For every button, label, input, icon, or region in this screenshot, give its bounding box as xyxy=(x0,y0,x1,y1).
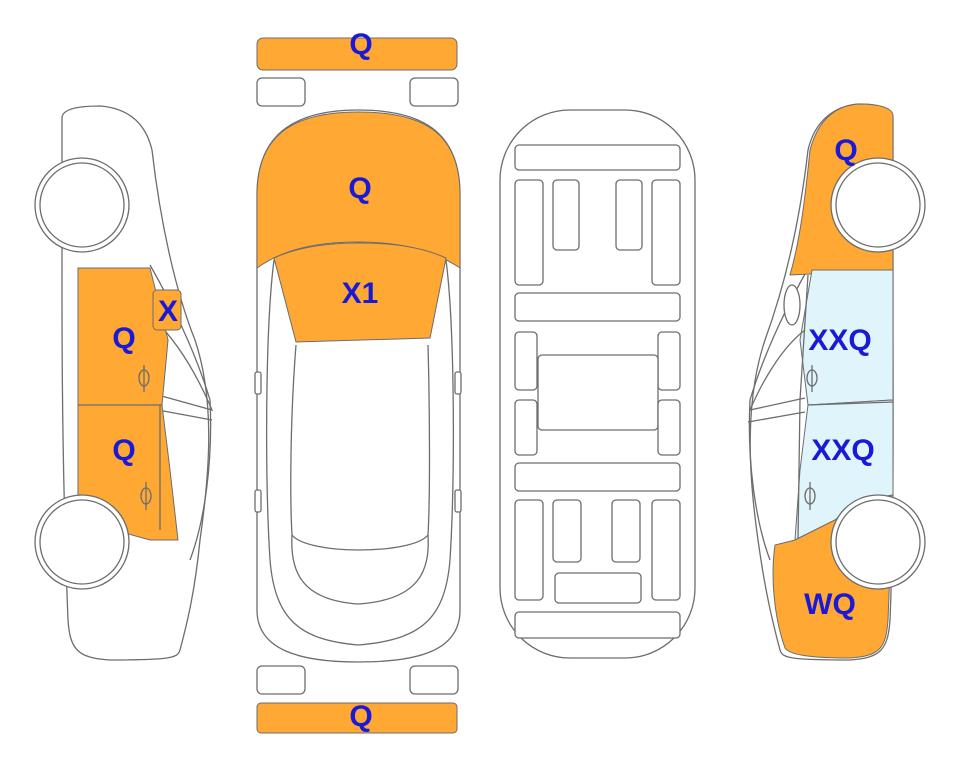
right-door-edge xyxy=(797,274,809,541)
right-front-door-handle xyxy=(806,365,818,392)
right-mirror xyxy=(454,371,462,395)
cabin-left-line xyxy=(265,259,359,646)
right-front-fender-label: Q xyxy=(834,134,857,167)
right-rear-door-label: XXQ xyxy=(811,434,874,467)
rear-window-line xyxy=(291,534,429,605)
front-bumper-label: Q xyxy=(349,28,372,61)
hood-panel xyxy=(256,111,461,269)
left-front-door-handle xyxy=(138,365,150,392)
floor-front-right-seat xyxy=(615,179,643,251)
floor-center-panel xyxy=(537,354,659,431)
right-window-line-lower xyxy=(747,411,806,423)
left-rear-mirror xyxy=(254,489,262,513)
right-rear-door-handle xyxy=(804,482,816,510)
front-left-light xyxy=(256,77,306,107)
left-mirror xyxy=(254,371,262,395)
left-rear-door-handle xyxy=(140,482,152,510)
rear-bumper-label: Q xyxy=(349,700,372,733)
floor-view xyxy=(499,109,696,659)
left-front-door-label: Q xyxy=(112,322,135,355)
rear-left-light xyxy=(256,665,306,695)
cabin-right-line xyxy=(357,259,455,646)
floor-rear-right-rail xyxy=(651,499,681,601)
left-front-wheel xyxy=(34,157,130,253)
floor-front-left-seat xyxy=(552,179,580,251)
right-door-split xyxy=(807,401,894,406)
right-rear-mirror xyxy=(454,489,462,513)
right-rear-quarter-label: WQ xyxy=(804,588,856,621)
floor-rear-left-rail xyxy=(514,499,544,601)
floor-right-channel-a xyxy=(657,331,681,391)
floor-rear-center-block xyxy=(554,572,642,604)
rear-right-light xyxy=(409,665,459,695)
right-rear-wheel xyxy=(830,494,926,590)
floor-rear-left-seat xyxy=(552,499,582,563)
floor-front-right-rail xyxy=(651,179,681,286)
windshield-label: X1 xyxy=(342,277,379,310)
floor-left-channel-b xyxy=(514,399,538,456)
top-view: Q Q X1 Q xyxy=(254,28,462,734)
front-bumper-panel xyxy=(256,37,458,71)
floor-front-left-rail xyxy=(514,179,544,286)
right-front-wheel xyxy=(830,157,926,253)
right-front-door-label: XXQ xyxy=(808,324,871,357)
rear-bumper-panel xyxy=(256,702,458,734)
floor-front-bar xyxy=(514,144,681,171)
left-rear-wheel xyxy=(34,494,130,590)
left-rear-door-label: Q xyxy=(112,434,135,467)
roof-outline xyxy=(290,344,431,551)
right-side-mirror xyxy=(783,284,801,326)
floor-mid-bar xyxy=(514,292,681,322)
floor-rear-bar xyxy=(514,462,681,492)
floor-right-channel-b xyxy=(657,399,681,456)
floor-rear-right-seat xyxy=(611,499,641,563)
right-window-line xyxy=(748,329,806,411)
hood-label: Q xyxy=(348,172,371,205)
floor-left-channel-a xyxy=(514,331,538,391)
floor-tail-bar xyxy=(514,611,681,639)
left-window-label: X xyxy=(158,295,178,328)
left-window-panel xyxy=(152,289,182,331)
front-right-light xyxy=(409,77,459,107)
left-side-view: Q Q X xyxy=(34,105,214,661)
right-side-view: Q XXQ XXQ WQ xyxy=(747,103,926,661)
left-window-line-lower xyxy=(157,409,213,421)
windshield-panel xyxy=(273,242,447,343)
